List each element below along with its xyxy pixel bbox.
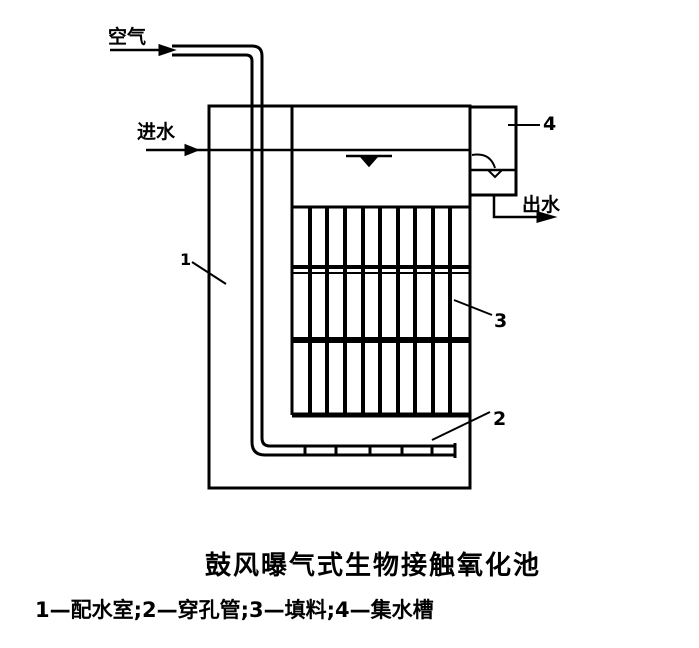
packing-media <box>292 205 470 418</box>
collection-trough <box>470 105 518 197</box>
inflow-label: 进水 <box>137 121 176 143</box>
label-1: 1 <box>180 250 192 269</box>
figure-legend: 1—配水室;2—穿孔管;3—填料;4—集水槽 <box>35 598 434 622</box>
label-4: 4 <box>543 113 557 135</box>
tank-outline <box>207 104 472 490</box>
label-3: 3 <box>494 310 508 332</box>
air-pipe <box>172 44 455 448</box>
outflow-pipe <box>492 195 548 219</box>
label-2: 2 <box>493 408 507 430</box>
figure-title: 鼓风曝气式生物接触氧化池 <box>205 551 542 581</box>
perforated-pipe-holes <box>303 446 434 455</box>
air-label: 空气 <box>108 26 147 48</box>
outflow-label: 出水 <box>522 194 561 216</box>
